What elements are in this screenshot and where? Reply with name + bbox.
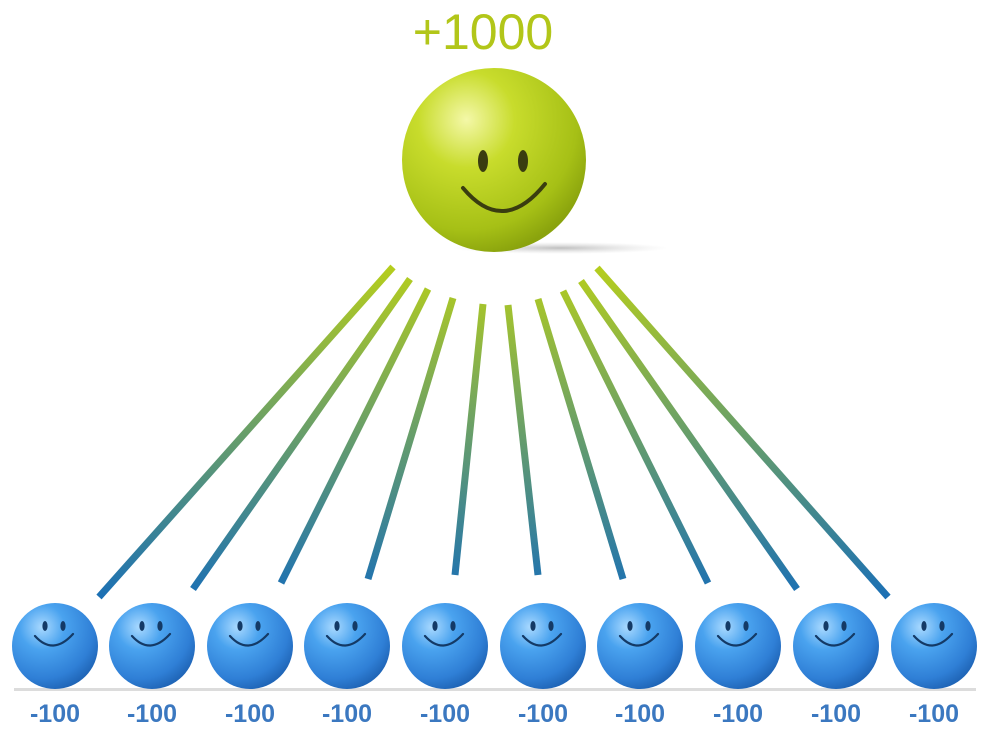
- contributor-value-label: -100: [10, 698, 100, 730]
- contributor-value-label: -100: [498, 698, 588, 730]
- main-value-label: +1000: [383, 2, 583, 62]
- contributor-smiley: [597, 603, 683, 689]
- main-smiley-ball: [402, 68, 586, 252]
- connector-line: [597, 268, 888, 597]
- contributor-value-label: -100: [400, 698, 490, 730]
- contributor-value-label: -100: [107, 698, 197, 730]
- contributor-smiley: [109, 603, 195, 689]
- contributor-value-label: -100: [693, 698, 783, 730]
- contributor-smiley: [207, 603, 293, 689]
- connector-line: [99, 267, 393, 597]
- contributor-smileys: [12, 603, 977, 689]
- contributor-smiley: [695, 603, 781, 689]
- connector-line: [368, 298, 453, 579]
- contributor-value-label: -100: [889, 698, 979, 730]
- contributor-smiley: [500, 603, 586, 689]
- contributor-smiley: [12, 603, 98, 689]
- contributor-smiley: [891, 603, 977, 689]
- connector-line: [508, 305, 538, 575]
- contributor-smiley: [304, 603, 390, 689]
- connector-lines: [99, 267, 888, 597]
- contributor-value-label: -100: [302, 698, 392, 730]
- contributor-smiley: [402, 603, 488, 689]
- connector-line: [455, 304, 483, 575]
- main-smiley: [402, 68, 668, 254]
- contributor-value-label: -100: [205, 698, 295, 730]
- contributor-value-label: -100: [595, 698, 685, 730]
- connector-line: [538, 299, 623, 579]
- contributor-smiley: [793, 603, 879, 689]
- contributor-value-label: -100: [791, 698, 881, 730]
